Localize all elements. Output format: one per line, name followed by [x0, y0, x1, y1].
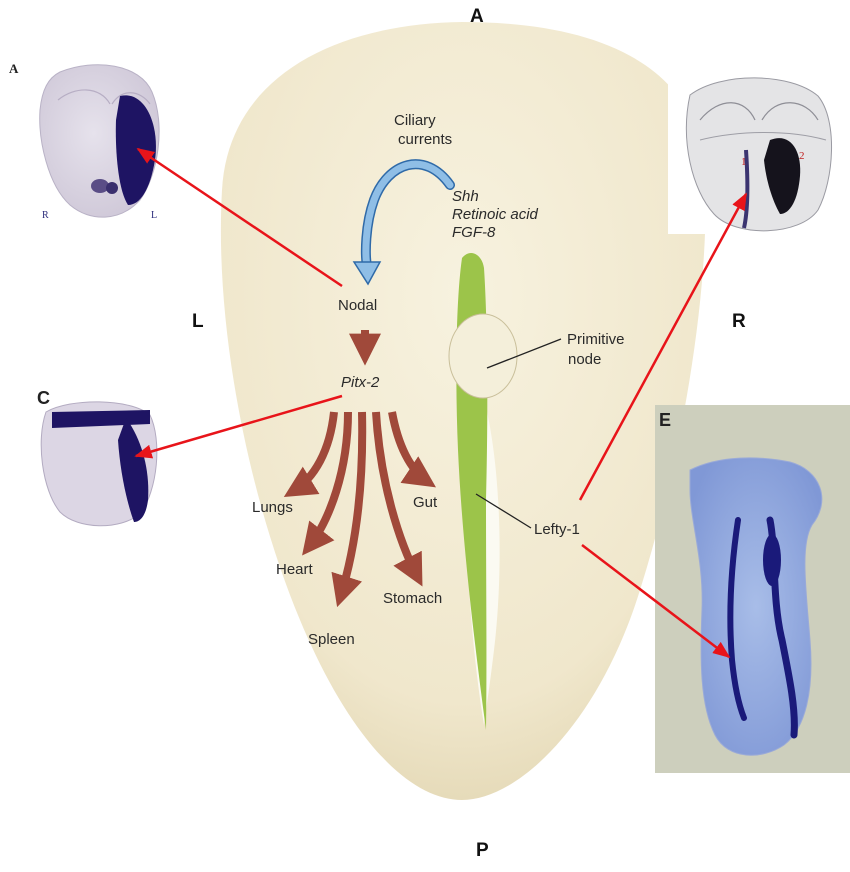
- axis-posterior: P: [476, 840, 489, 862]
- panel-e-letter: E: [659, 410, 671, 431]
- organ-spleen: Spleen: [308, 631, 355, 648]
- organ-stomach: Stomach: [383, 590, 442, 607]
- primitive-node-label-line2: node: [568, 351, 601, 368]
- primitive-node-label-line1: Primitive: [567, 331, 625, 348]
- panel-c-image: [32, 383, 161, 531]
- panel-a-letter: A: [9, 61, 18, 77]
- panel-a-image: [8, 52, 183, 232]
- panel-a-right-side-mark: R: [42, 210, 49, 221]
- organ-gut: Gut: [413, 494, 437, 511]
- panel-b-image: [668, 62, 850, 234]
- lefty-label: Lefty-1: [534, 521, 580, 538]
- organ-heart: Heart: [276, 561, 313, 578]
- axis-right: R: [732, 311, 746, 333]
- ciliary-label-line1: Ciliary: [394, 112, 436, 129]
- panel-b-mark-2: 2: [799, 150, 805, 162]
- panel-a-left-side-mark: L: [151, 210, 157, 221]
- ciliary-label-line2: currents: [398, 131, 452, 148]
- panel-e-image: [655, 405, 850, 773]
- nodal-label: Nodal: [338, 297, 377, 314]
- organ-lungs: Lungs: [252, 499, 293, 516]
- factor-retinoic-acid: Retinoic acid: [452, 206, 538, 223]
- axis-anterior: A: [470, 6, 484, 28]
- factor-fgf8: FGF-8: [452, 224, 495, 241]
- pitx2-label: Pitx-2: [341, 374, 379, 391]
- panel-c-letter: C: [37, 388, 50, 409]
- axis-left: L: [192, 311, 204, 333]
- factor-shh: Shh: [452, 188, 479, 205]
- panel-b-mark-1: 1: [741, 156, 747, 168]
- primitive-node: [449, 314, 517, 398]
